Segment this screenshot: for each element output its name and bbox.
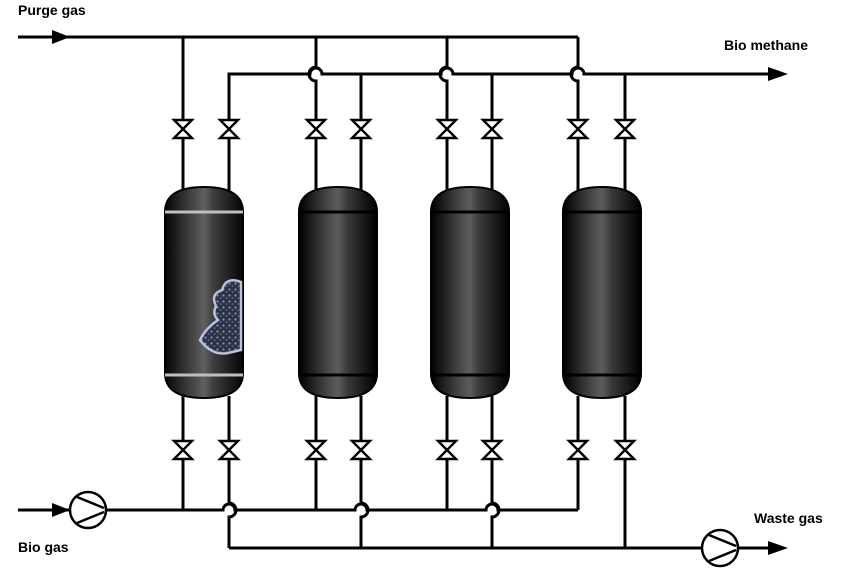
purge-riser-line [569,37,580,192]
waste-riser-line [359,396,370,548]
valve-icon [613,118,637,140]
adsorber-vessel [430,185,510,400]
bio-methane-outlet-arrow-icon [768,67,788,81]
bio-gas-inlet-arrow-icon [52,503,70,517]
valve-icon [566,439,590,461]
pipework [18,35,775,550]
bio-gas-label: Bio gas [18,539,69,555]
waste-gas-outlet-arrow-icon [768,541,788,555]
waste-riser-line [490,396,501,548]
vessel-group [164,185,642,400]
valve-icon [304,439,328,461]
valve-group [171,118,637,461]
adsorbent-cutaway [198,279,243,355]
waste-gas-pump [700,528,740,568]
valve-icon [435,118,459,140]
waste-riser-line [227,396,238,548]
valve-icon [304,118,328,140]
purge-riser-line [307,37,318,192]
waste-gas-label: Waste gas [754,510,823,526]
pump-icon [708,533,737,563]
vessel-body [430,185,510,400]
adsorber-vessel [562,185,642,400]
vessel-body [562,185,642,400]
purge-gas-inlet-arrow-icon [52,30,70,44]
purge-riser-line [438,37,449,192]
bio-methane-label: Bio methane [724,37,808,53]
valve-icon [171,439,195,461]
valve-icon [217,439,241,461]
valve-icon [613,439,637,461]
bio-gas-feed-header-line [106,502,578,512]
bio-gas-pump [68,490,108,530]
pump-icon [68,490,108,530]
pump-icon [76,495,105,525]
valve-icon [349,439,373,461]
valve-icon [171,118,195,140]
pump-icon [700,528,740,568]
vessel-body [298,185,378,400]
valve-icon [435,439,459,461]
adsorber-vessel [298,185,378,400]
valve-icon [480,118,504,140]
valve-icon [480,439,504,461]
valve-icon [566,118,590,140]
valve-icon [217,118,241,140]
valve-icon [349,118,373,140]
purge-gas-label: Purge gas [18,2,86,18]
adsorber-vessel [164,185,244,400]
